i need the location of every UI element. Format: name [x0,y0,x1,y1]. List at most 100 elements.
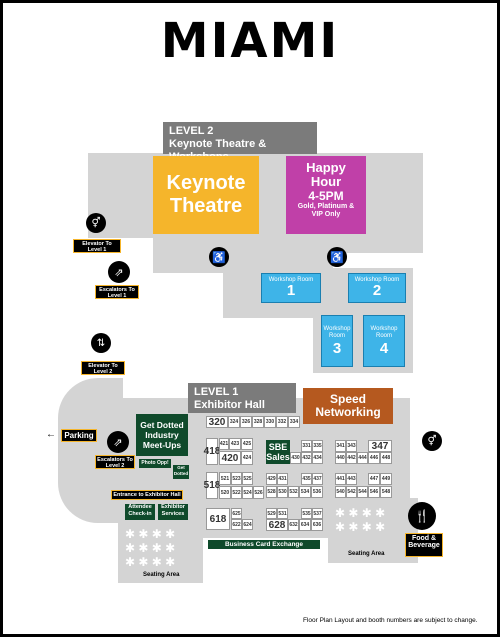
booth[interactable]: 522 [231,486,242,499]
booth[interactable]: 448 [380,452,392,464]
booth[interactable]: 444 [357,452,368,464]
booth[interactable]: 330 [264,416,276,428]
elevator-to-level1[interactable]: Elevator To Level 1 [73,239,121,253]
workshop-room-2[interactable]: Workshop Room 2 [348,273,406,303]
booth[interactable]: 544 [357,486,368,498]
booth[interactable]: 343 [346,440,357,452]
booth[interactable]: 335 [312,440,323,452]
workshop-room-3-number: 3 [332,340,342,357]
sbe-sales[interactable]: SBE Sales [266,440,290,464]
booth[interactable]: 525 [242,472,253,485]
booth[interactable]: 341 [335,440,346,452]
booth[interactable]: 432 [301,452,312,464]
elevator-to-level2[interactable]: Elevator To Level 2 [81,361,125,375]
happy-hour-detail: Gold, Platinum & VIP Only [297,203,355,218]
booth[interactable]: 625 [231,508,242,519]
booth[interactable]: 526 [253,486,264,499]
booth[interactable]: 431 [277,473,288,485]
attendee-checkin[interactable]: Attendee Check-in [125,504,155,520]
booth[interactable]: 546 [368,486,380,498]
happy-hour-area[interactable]: Happy Hour 4-5PM Gold, Platinum & VIP On… [286,156,366,234]
booth[interactable]: 430 [290,452,301,464]
booth[interactable]: 636 [311,519,323,531]
industry-meetups[interactable]: Get Dotted Industry Meet-Ups [136,414,188,456]
booth[interactable]: 548 [380,486,392,498]
booth[interactable]: 434 [312,452,323,464]
booth[interactable]: 442 [346,452,357,464]
booth[interactable]: 536 [311,486,323,498]
booth[interactable]: 421 [219,438,229,450]
food-beverage[interactable]: Food & Beverage [405,533,443,557]
level1-label-line1: LEVEL 1 [194,386,239,398]
workshop-room-1[interactable]: Workshop Room 1 [261,273,321,303]
level1-label: LEVEL 1 Exhibitor Hall [188,383,296,413]
page-title: MIAMI [160,13,340,69]
booth[interactable]: 449 [380,473,392,485]
booth[interactable]: 418 [204,438,220,465]
booth[interactable]: 534 [299,486,311,498]
industry-meetups-label: Get Dotted Industry Meet-Ups [140,420,184,450]
booth[interactable]: 425 [241,438,253,450]
workshop-room-1-label: Workshop Room [268,277,314,283]
booth[interactable]: 328 [252,416,264,428]
escalator-icon: ⇗ [107,431,129,453]
booth[interactable]: 446 [368,452,380,464]
booth[interactable]: 440 [335,452,346,464]
booth[interactable]: 542 [346,486,357,498]
level2-label: LEVEL 2 Keynote Theatre & Workshops [163,122,317,163]
booth[interactable]: 532 [288,486,299,498]
booth[interactable]: 521 [219,472,231,485]
parking[interactable]: Parking [61,429,97,442]
booth[interactable]: 420 [219,451,241,465]
workshop-room-3[interactable]: Workshop Room 3 [321,315,353,367]
workshop-room-4[interactable]: Workshop Room 4 [363,315,405,367]
get-dotted[interactable]: Get Dotted [173,465,189,479]
booth[interactable]: 347 [368,440,392,452]
booth[interactable]: 437 [312,473,323,485]
booth[interactable]: 618 [206,508,230,530]
booth[interactable]: 518 [204,472,220,499]
booth[interactable]: 523 [231,472,242,485]
booth[interactable]: 435 [301,473,312,485]
elevator-icon: ⇅ [91,333,111,353]
booth[interactable]: 632 [288,519,299,531]
booth[interactable]: 520 [219,486,231,499]
booth[interactable]: 528 [266,486,277,498]
booth[interactable]: 324 [228,416,240,428]
booth[interactable]: 524 [242,486,253,499]
booth[interactable]: 424 [241,451,253,465]
business-card-exchange[interactable]: Business Card Exchange [208,540,320,549]
booth[interactable]: 535 [301,508,312,519]
exhibitor-services[interactable]: Exhibitor Services [158,504,188,520]
booth[interactable]: 334 [288,416,300,428]
booth[interactable]: 326 [240,416,252,428]
booth[interactable]: 530 [277,486,288,498]
photo-opp[interactable]: Photo Opp! [139,459,171,468]
booth[interactable]: 537 [312,508,323,519]
booth[interactable]: 622 [231,519,242,530]
booth[interactable]: 529 [266,508,277,519]
workshop-room-2-label: Workshop Room [354,277,400,283]
escalators-to-level1[interactable]: Escalators To Level 1 [95,285,139,299]
workshop-room-3-label: Workshop Room [323,326,351,339]
booth[interactable]: 320 [206,416,228,428]
booth[interactable]: 628 [266,519,288,531]
booth[interactable]: 441 [335,473,346,485]
seating-area-east: Seating Area [348,551,385,557]
booth[interactable]: 443 [346,473,357,485]
booth[interactable]: 531 [277,508,288,519]
speed-networking[interactable]: Speed Networking [303,388,393,424]
booth[interactable]: 540 [335,486,346,498]
booth[interactable]: 423 [229,438,241,450]
restroom-icon: ♿ [327,247,347,267]
booth[interactable]: 331 [301,440,312,452]
booth[interactable]: 429 [266,473,277,485]
entrance-exhibitor-hall[interactable]: Entrance to Exhibitor Hall [111,490,183,500]
keynote-theatre[interactable]: Keynote Theatre [153,156,259,234]
booth[interactable]: 332 [276,416,288,428]
booth[interactable]: 447 [368,473,380,485]
booth[interactable]: 634 [299,519,311,531]
booth[interactable]: 624 [242,519,253,530]
escalators-to-level2[interactable]: Escalators To Level 2 [95,455,135,469]
